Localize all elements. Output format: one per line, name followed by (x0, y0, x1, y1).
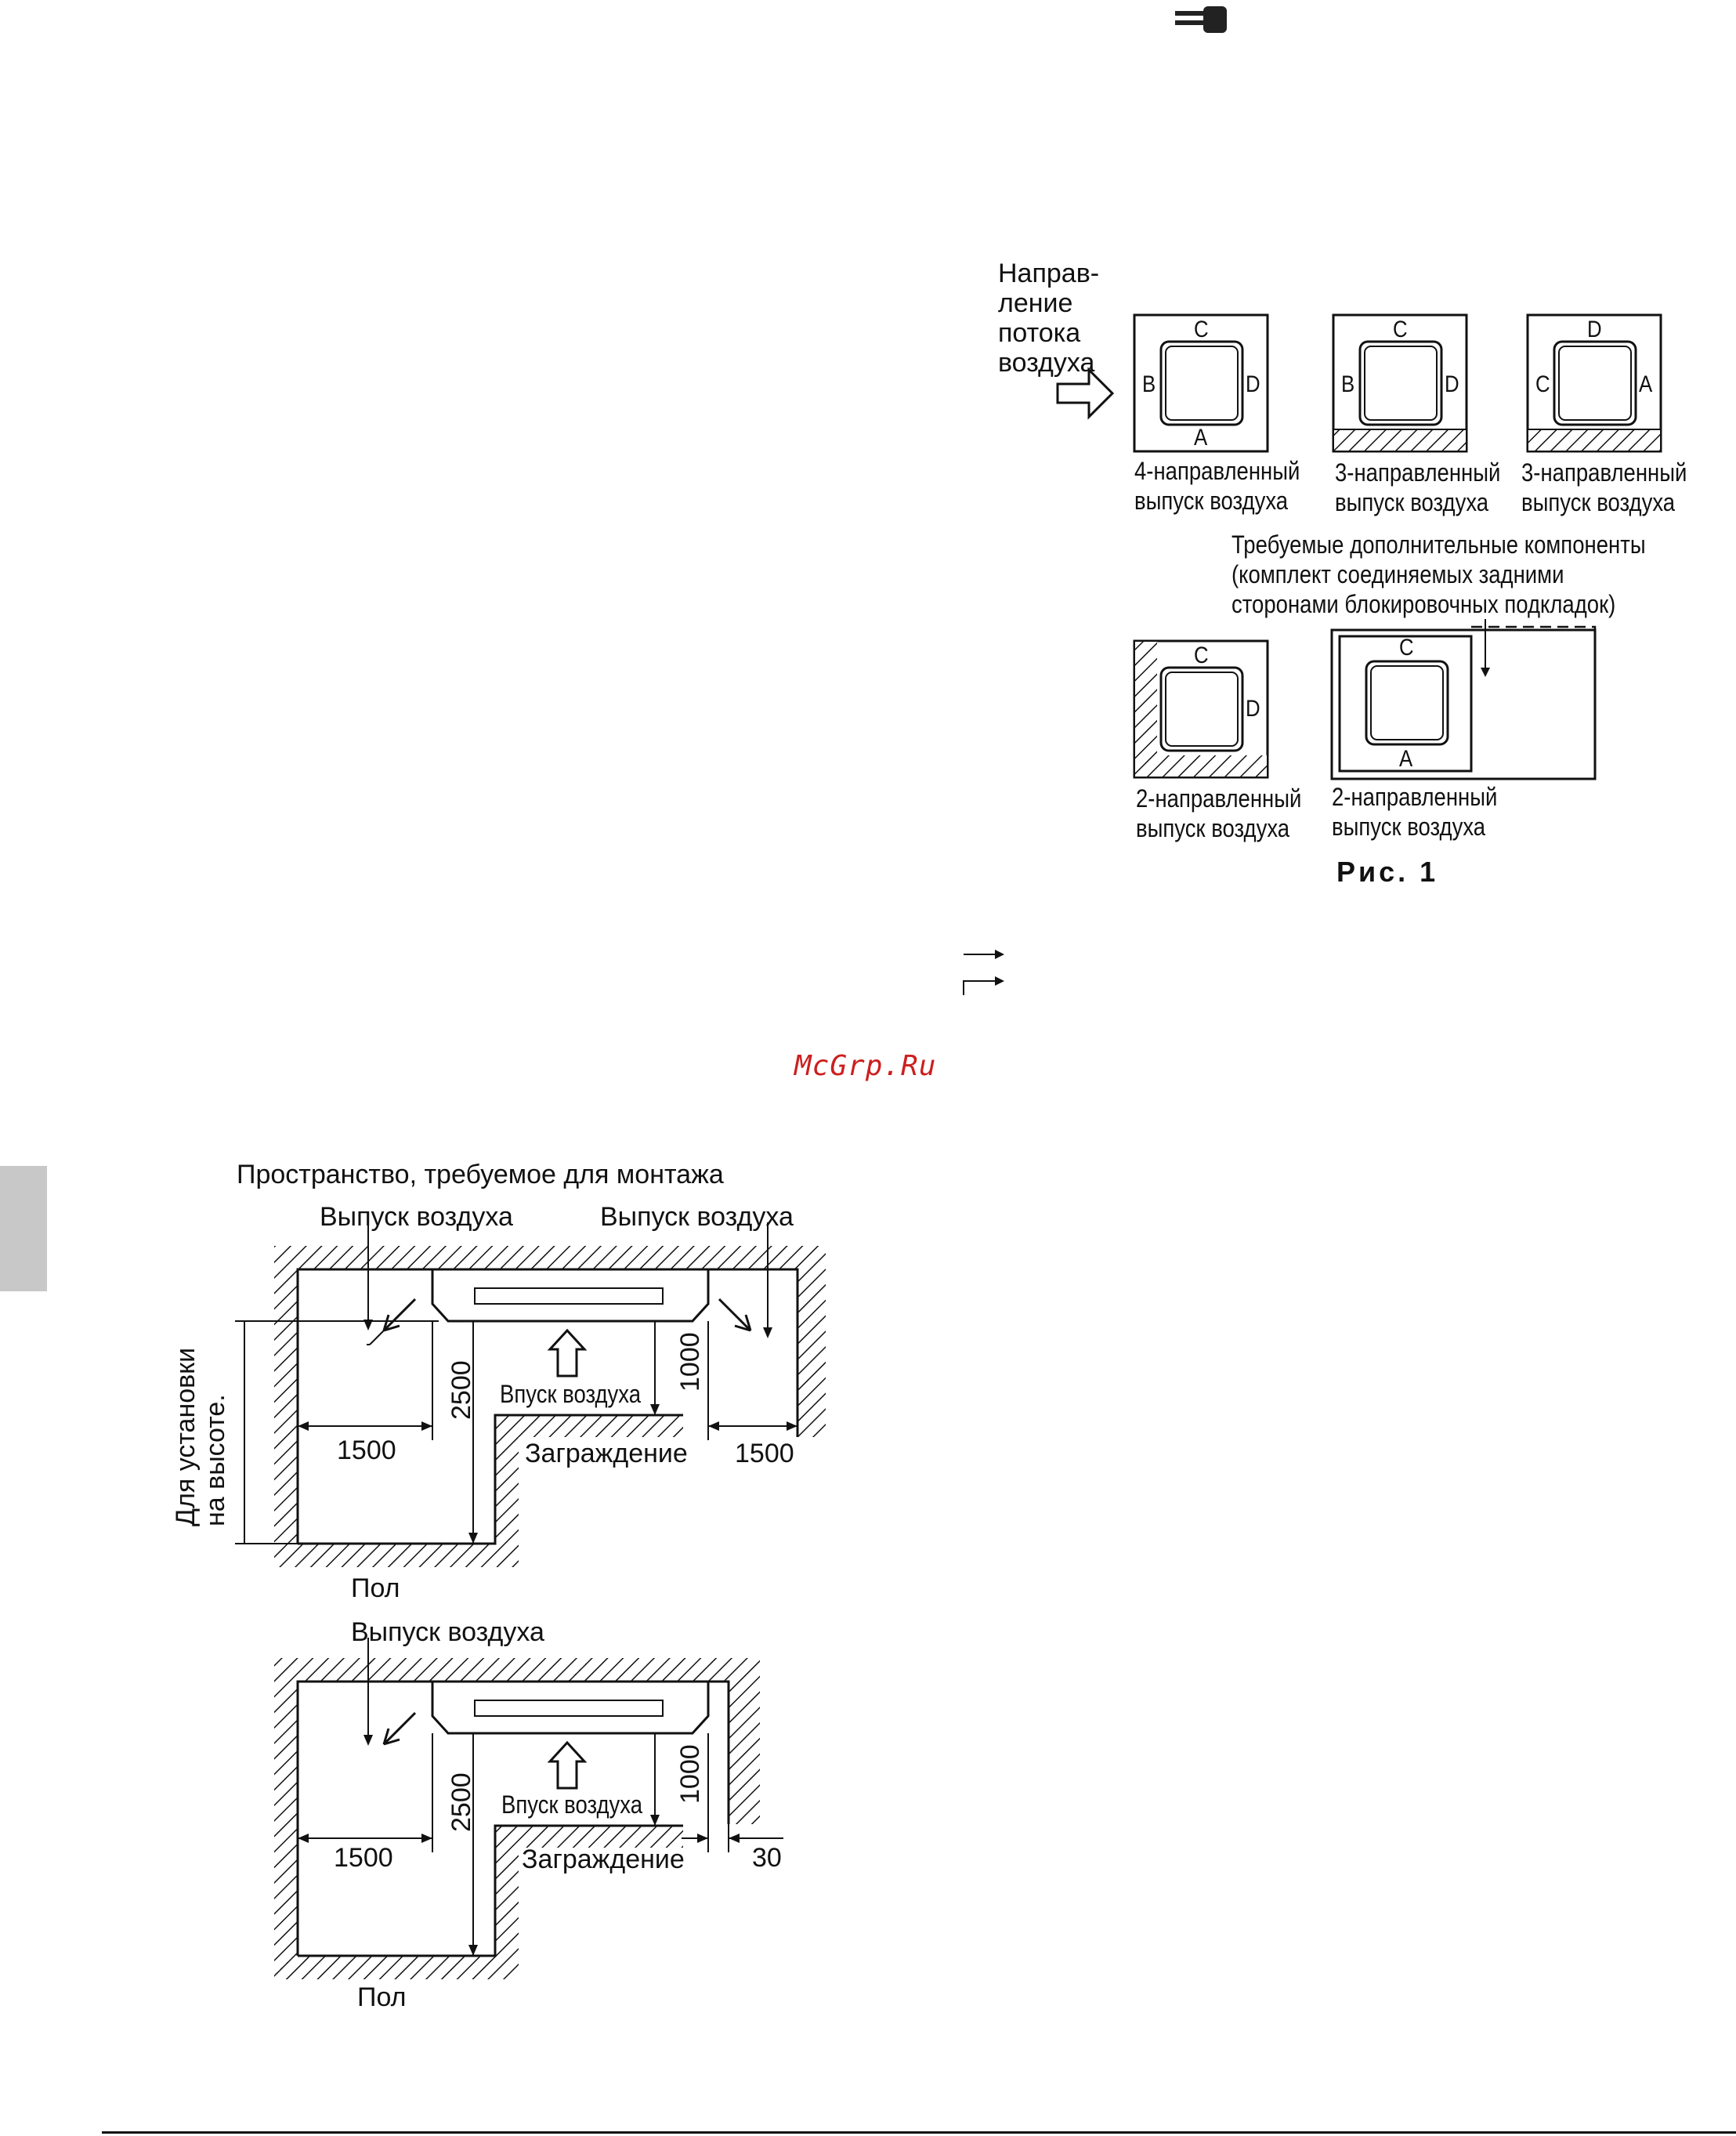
badge-unit5-a: A (1399, 746, 1413, 772)
dim-2500-bottom: 2500 (447, 1772, 476, 1832)
badge-unit2-c: C (1393, 317, 1408, 342)
options-note: Требуемые дополнительные компоненты(комп… (1231, 530, 1646, 618)
badge-unit4-c: C (1194, 643, 1209, 668)
badge-unit1-d: D (1246, 371, 1260, 397)
badge-unit3-d: D (1587, 317, 1602, 342)
dim-1500-left-top: 1500 (337, 1435, 396, 1465)
badge-unit3-c: C (1535, 371, 1550, 397)
dim-1500-bottom: 1500 (334, 1843, 393, 1873)
outlet-label-right: Выпуск воздуха (600, 1202, 794, 1232)
badge-unit1-a: A (1194, 425, 1208, 451)
badge-unit3-a: A (1639, 371, 1653, 397)
unit-2way-corner (1133, 639, 1269, 779)
floor-label-top: Пол (351, 1573, 400, 1603)
badge-unit5-c: C (1399, 635, 1414, 661)
obstacle-label-top: Заграждение (525, 1439, 688, 1468)
intake-label-top: Впуск воздуха (500, 1380, 642, 1408)
figure-label: Рис. 1 (1336, 856, 1439, 888)
page-edge-tab (0, 1166, 47, 1291)
dim-30: 30 (752, 1843, 782, 1873)
footer-rule (102, 2131, 1736, 2134)
unit-2way-backtoback (1330, 619, 1597, 780)
unit-3way-a (1332, 313, 1468, 453)
badge-unit4-d: D (1246, 696, 1260, 722)
intake-label-bottom: Впуск воздуха (501, 1790, 643, 1819)
unit-3way-b (1526, 313, 1662, 453)
badge-unit2-d: D (1445, 371, 1459, 397)
watermark: McGrp.Ru (794, 1050, 937, 1082)
outlet-label-left: Выпуск воздуха (320, 1202, 513, 1232)
outlet-label-bottom: Выпуск воздуха (351, 1617, 544, 1647)
badge-unit2-b: B (1341, 371, 1355, 397)
airflow-direction-label: Направ- ление потока воздуха (998, 259, 1100, 378)
airflow-arrow-icon (1056, 367, 1115, 420)
unit-4way (1133, 313, 1269, 453)
install-title: Пространство, требуемое для монтажа (237, 1160, 724, 1189)
floor-label-bottom: Пол (357, 1982, 407, 2012)
badge-unit1-b: B (1142, 371, 1156, 397)
dim-1500-right-top: 1500 (735, 1439, 794, 1468)
obstacle-label-bottom: Заграждение (522, 1845, 685, 1874)
badge-unit1-c: C (1194, 317, 1209, 342)
dim-1000-bottom: 1000 (675, 1744, 705, 1804)
